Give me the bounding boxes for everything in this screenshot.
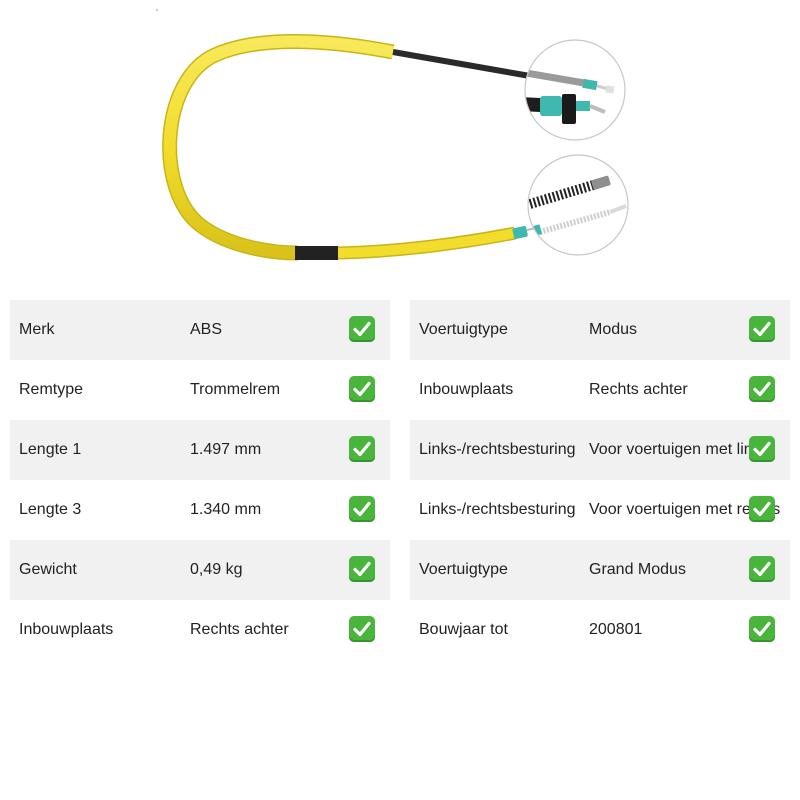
spec-value: Voor voertuigen met rechts xyxy=(589,501,781,518)
check-mark-icon xyxy=(349,616,375,642)
cable-sheath xyxy=(162,34,517,261)
spec-label: Lengte 1 xyxy=(19,441,82,458)
spec-label: Bouwjaar tot xyxy=(419,621,508,638)
spec-row: Merk ABS xyxy=(10,300,390,360)
spec-value: ABS xyxy=(190,321,223,338)
spec-row: Lengte 3 1.340 mm xyxy=(10,480,390,540)
check-mark-icon xyxy=(749,616,775,642)
check-mark-icon xyxy=(349,496,375,522)
spec-row: Inbouwplaats Rechts achter xyxy=(10,600,390,660)
spec-row: Lengte 1 1.497 mm xyxy=(10,420,390,480)
spec-label: Lengte 3 xyxy=(19,501,82,518)
spec-row: Links-/rechtsbesturing Voor voertuigen m… xyxy=(410,420,790,480)
spec-label: Gewicht xyxy=(19,561,77,578)
spec-label: Voertuigtype xyxy=(419,321,508,338)
spec-value: Rechts achter xyxy=(190,621,289,638)
spec-label: Merk xyxy=(19,321,55,338)
spec-table-right: Voertuigtype Modus Inbouwplaats Rechts a… xyxy=(410,300,790,660)
detail-circle-bottom xyxy=(527,154,629,256)
check-mark-icon xyxy=(349,316,375,342)
spec-label: Links-/rechtsbesturing xyxy=(419,441,576,458)
inner-cable xyxy=(392,49,531,79)
spec-label: Inbouwplaats xyxy=(19,621,114,638)
spec-value: Modus xyxy=(589,321,638,338)
spec-value: Rechts achter xyxy=(589,381,688,398)
spec-value: Voor voertuigen met links xyxy=(589,441,769,458)
check-mark-icon xyxy=(749,556,775,582)
spec-row: Links-/rechtsbesturing Voor voertuigen m… xyxy=(410,480,790,540)
spec-value: Trommelrem xyxy=(190,381,281,398)
spec-table-left: Merk ABS Remtype Trommelrem Lengte 1 1.4… xyxy=(10,300,390,660)
spec-value: 200801 xyxy=(589,621,643,638)
spec-value: 1.497 mm xyxy=(190,441,262,458)
spec-row: Bouwjaar tot 200801 xyxy=(410,600,790,660)
check-mark-icon xyxy=(749,376,775,402)
check-mark-icon xyxy=(749,436,775,462)
check-mark-icon xyxy=(349,556,375,582)
spec-label: Links-/rechtsbesturing xyxy=(419,501,576,518)
detail-circle-top xyxy=(524,39,626,141)
teal-fitting xyxy=(512,226,528,239)
product-image xyxy=(156,9,629,261)
spec-label: Inbouwplaats xyxy=(419,381,514,398)
spec-row: Voertuigtype Modus xyxy=(410,300,790,360)
check-mark-icon xyxy=(749,496,775,522)
spec-row: Remtype Trommelrem xyxy=(10,360,390,420)
spec-value: 0,49 kg xyxy=(190,561,243,578)
check-mark-icon xyxy=(749,316,775,342)
spec-row: Voertuigtype Grand Modus xyxy=(410,540,790,600)
spec-row: Gewicht 0,49 kg xyxy=(10,540,390,600)
speck xyxy=(156,9,158,11)
spec-value: Grand Modus xyxy=(589,561,686,578)
spec-label: Remtype xyxy=(19,381,84,398)
spec-value: 1.340 mm xyxy=(190,501,262,518)
check-mark-icon xyxy=(349,376,375,402)
check-mark-icon xyxy=(349,436,375,462)
spec-row: Inbouwplaats Rechts achter xyxy=(410,360,790,420)
spec-label: Voertuigtype xyxy=(419,561,508,578)
